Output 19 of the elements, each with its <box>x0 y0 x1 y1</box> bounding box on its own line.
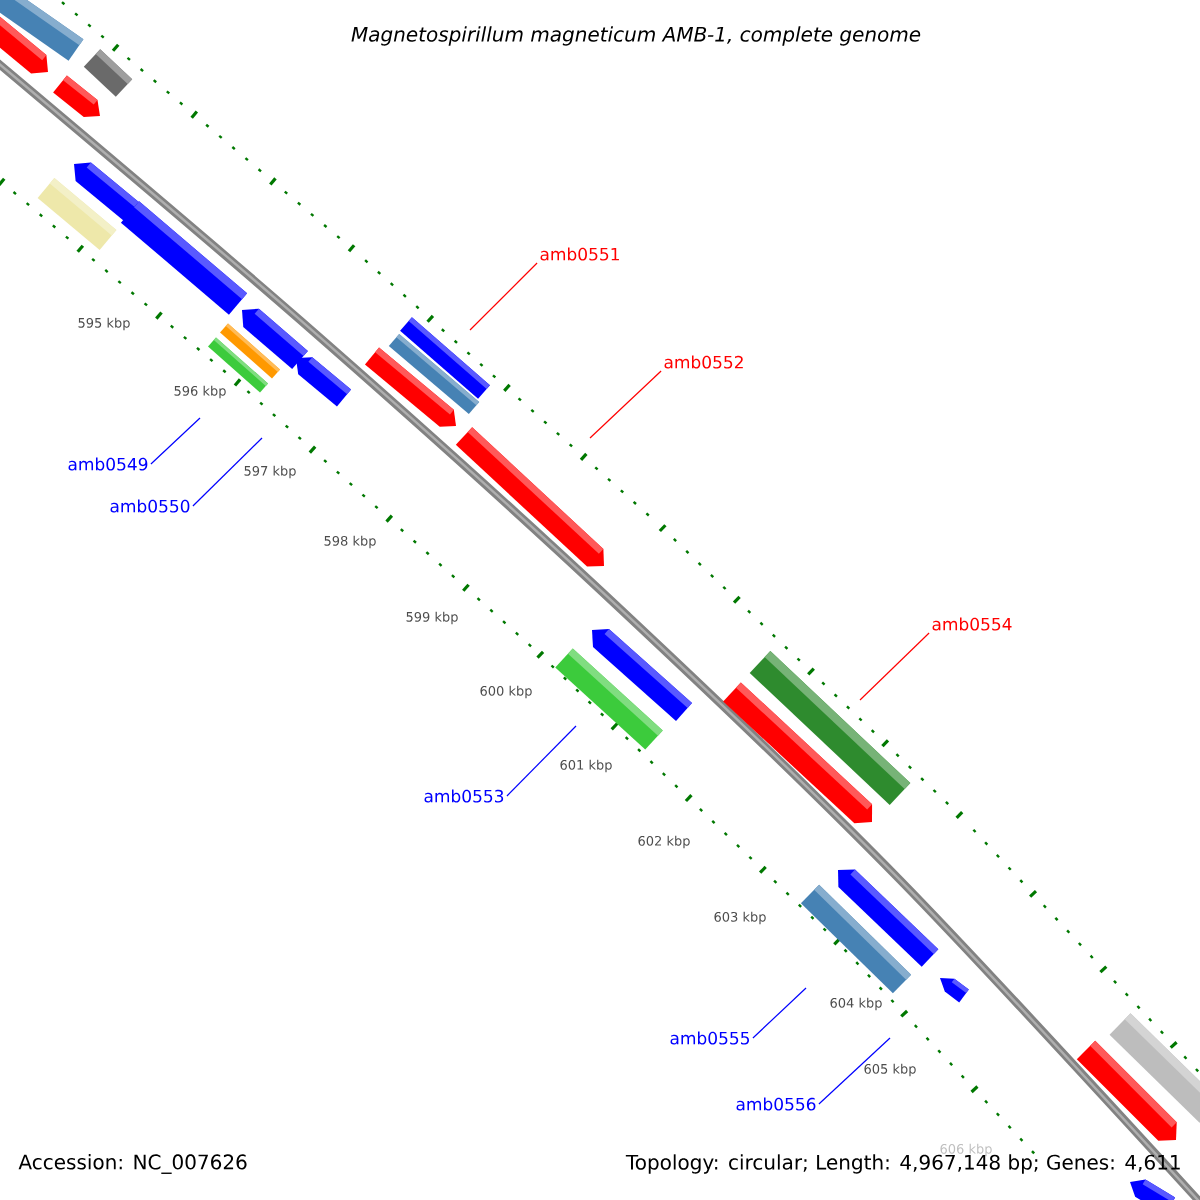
gene-label: amb0553 <box>424 789 504 803</box>
leader-line <box>150 417 201 465</box>
leader-line <box>192 437 263 507</box>
genome-info-text: Topology: circular; Length: 4,967,148 bp; Genes: 4,611 <box>625 1154 1180 1174</box>
leader-line <box>589 370 662 439</box>
leader-line <box>506 725 577 797</box>
leader-line <box>859 632 930 701</box>
gene-label: amb0554 <box>932 617 1012 631</box>
gene-label: amb0556 <box>736 1097 816 1111</box>
leader-line <box>818 1037 891 1105</box>
leader-line <box>752 987 807 1039</box>
gene-label: amb0551 <box>540 247 619 261</box>
gene-label: amb0549 <box>68 457 148 471</box>
accession-text: Accession: NC_007626 <box>18 1154 247 1174</box>
title: Magnetospirillum magneticum AMB-1, complete genome <box>351 26 921 46</box>
gene-label: amb0552 <box>664 355 743 369</box>
gene-label: amb0550 <box>110 499 190 513</box>
leader-line <box>469 262 538 331</box>
gene-label: amb0555 <box>670 1031 749 1045</box>
